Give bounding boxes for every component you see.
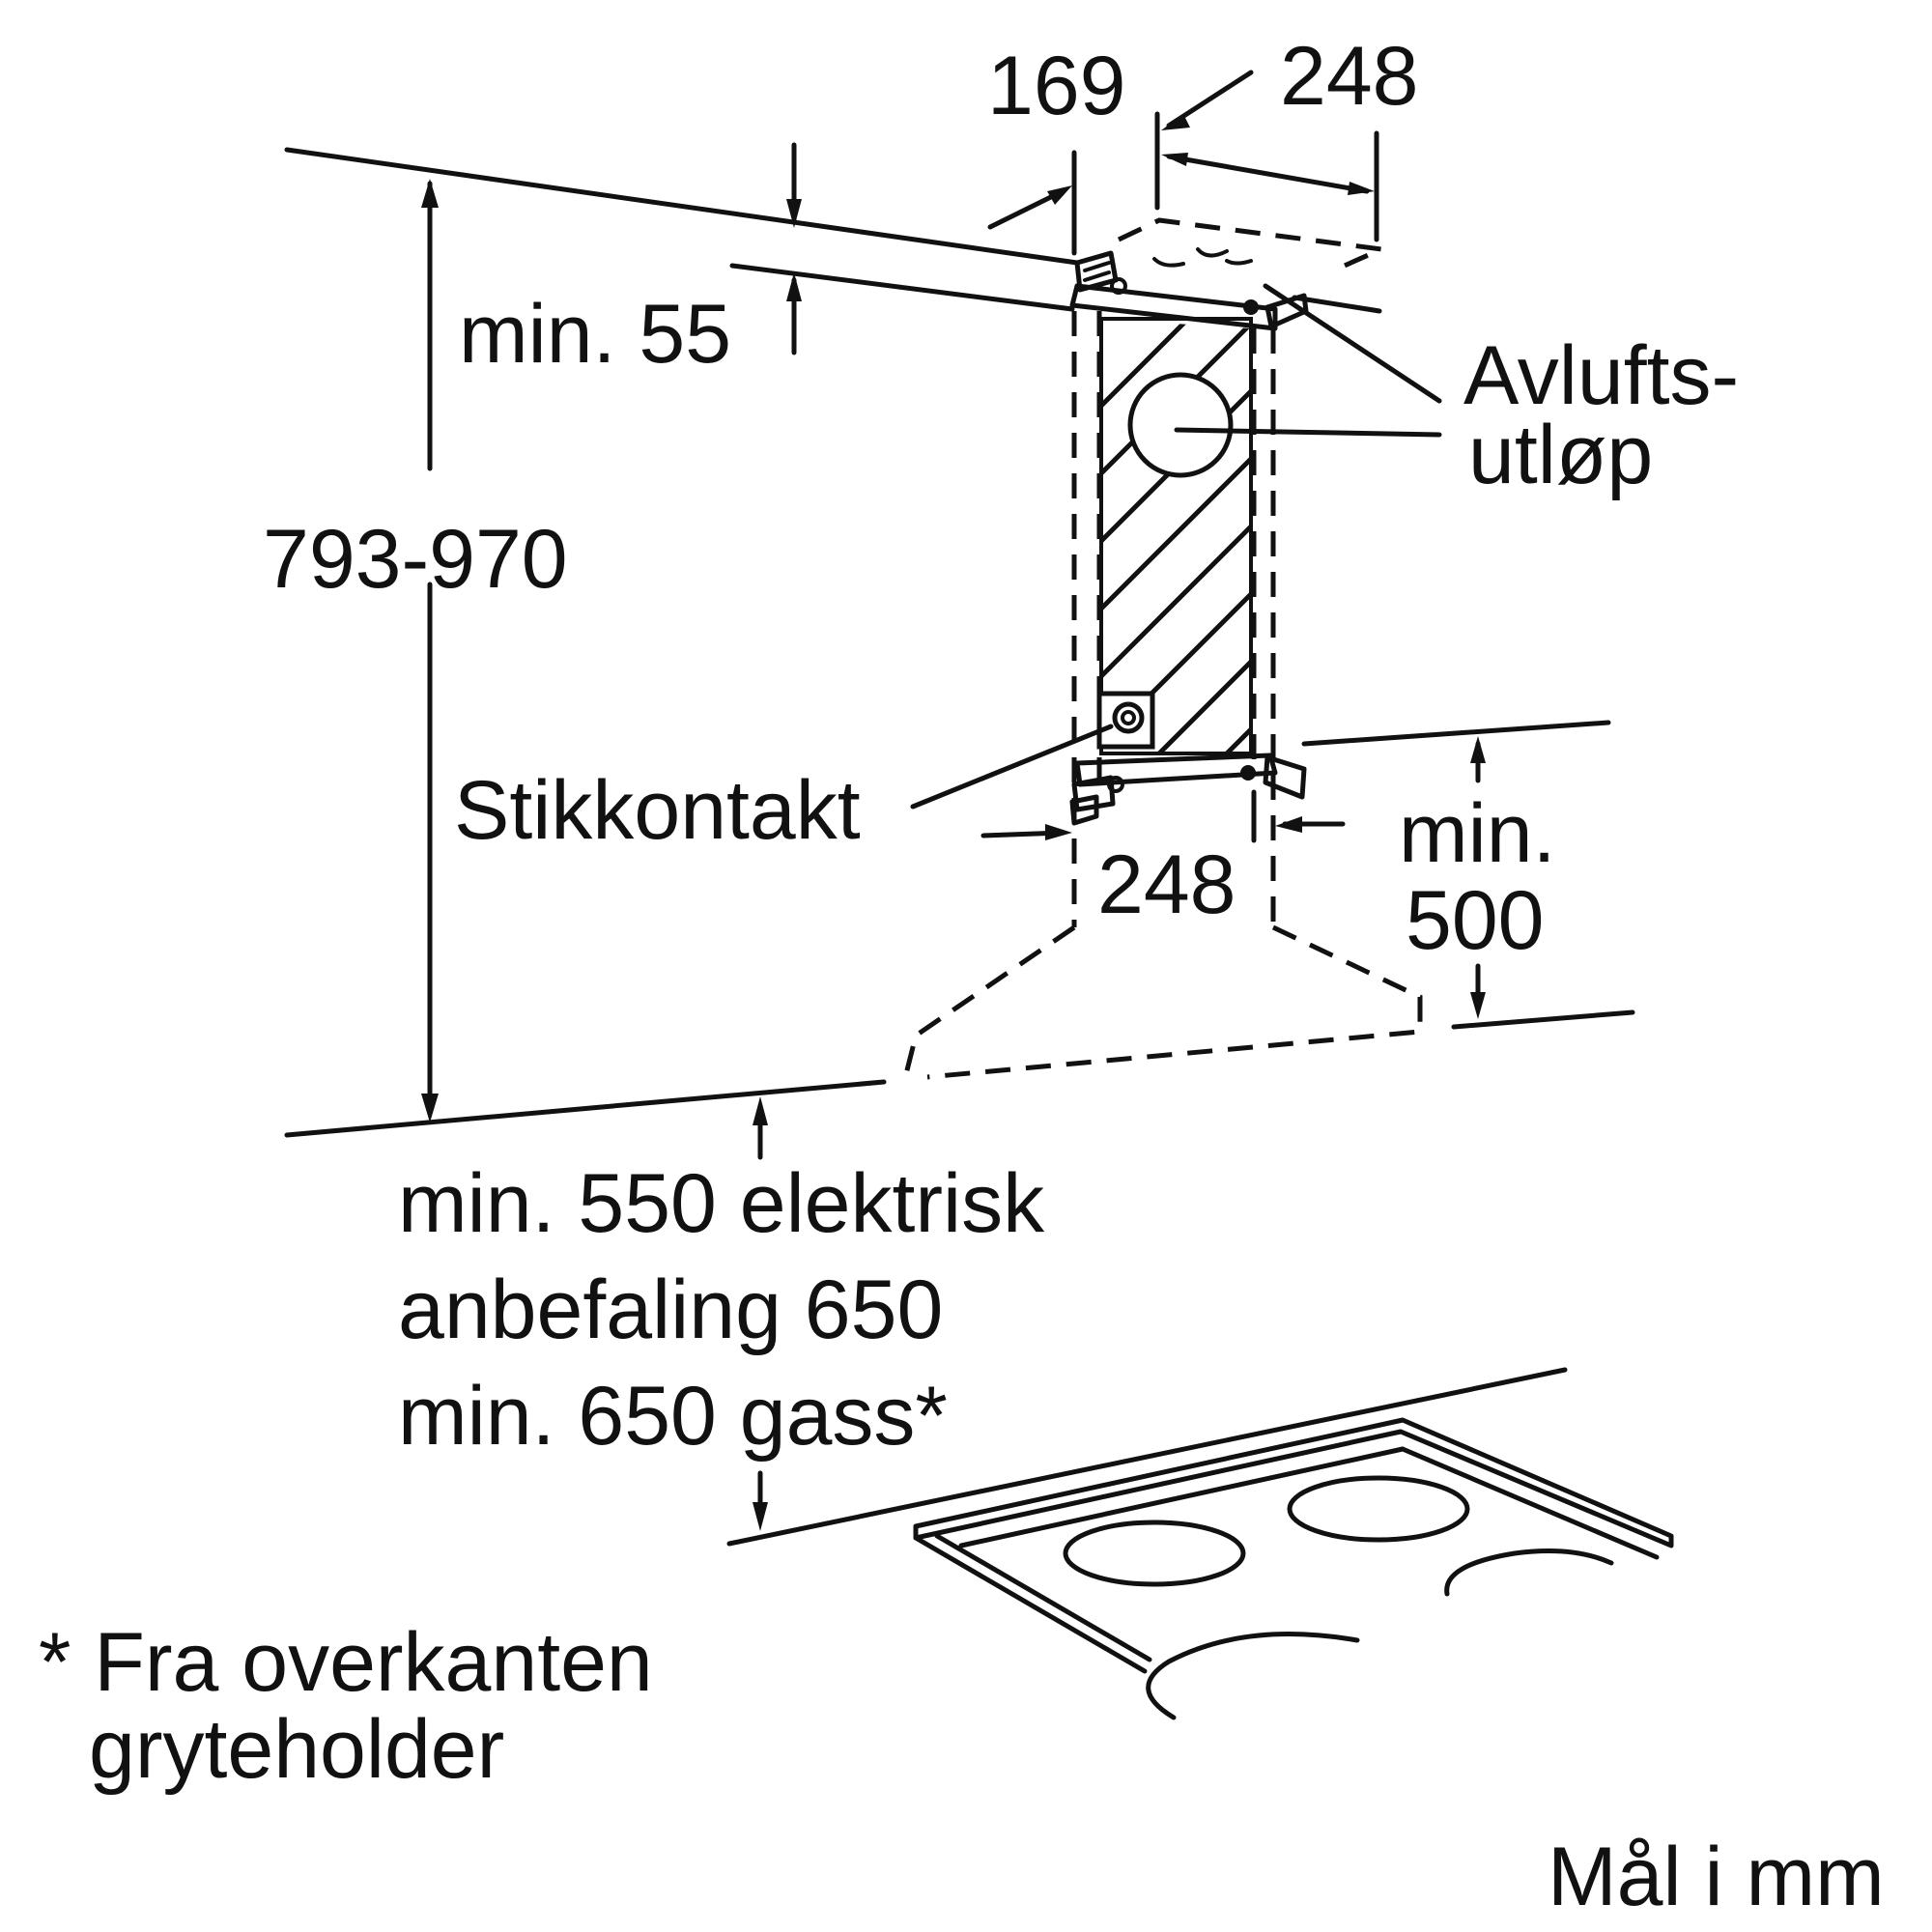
ceiling-line-right [1292,295,1382,314]
cabinet-underside-line [1451,1009,1635,1030]
hood-canopy-outline [903,924,1423,1080]
hob-clearance-dimension [753,1096,768,1531]
chimney-top-outline [1117,217,1391,271]
depth-169-dimension [987,150,1077,256]
cabinet-line-right [1301,720,1611,747]
cooktop-burner-back-right [1287,1475,1470,1543]
ceiling-line [284,147,1080,266]
width-248-bottom-label: 248 [1097,838,1236,931]
lower-mounting-bracket [1069,753,1307,826]
cooktop [726,1367,1674,1720]
ceiling-clearance-label: min. 55 [459,288,731,381]
cooktop-burner-bottom [1146,1632,1360,1720]
units-note: Mål i mm [1548,1831,1885,1923]
ceiling-underside-line [729,263,1075,312]
exhaust-outlet-label-line-2: utløp [1468,409,1653,501]
hob-distance-recommended-label: anbefaling 650 [398,1264,943,1356]
total-height-dimension [421,179,439,1122]
footnote-line-1: * Fra overkanten [39,1616,653,1709]
total-height-label: 793-970 [263,513,568,606]
hob-clearance-line [284,1079,887,1138]
hob-distance-electric-label: min. 550 elektrisk [398,1157,1045,1250]
footnote-line-2: gryteholder [89,1703,504,1796]
width-248-bottom-dimension [980,789,1346,843]
cooktop-burner-front-left [1063,1520,1246,1587]
ceiling-clearance-dimension [786,142,802,355]
hatched-installation-zone [1099,317,1253,755]
below-cabinet-dimension [1470,736,1486,1019]
leader-lines [910,283,1442,810]
depth-169-label: 169 [987,40,1126,132]
exhaust-outlet-label-line-1: Avlufts- [1463,329,1739,422]
cooktop-burner-front-right [1444,1548,1614,1597]
below-cabinet-label-line-1: min. [1399,787,1555,880]
width-248-top-dimension [1154,70,1379,242]
below-cabinet-label-line-2: 500 [1406,874,1545,967]
socket-icon [1096,691,1155,750]
socket-label: Stikkontakt [454,764,861,857]
width-248-top-label: 248 [1280,30,1419,123]
hob-distance-gas-label: min. 650 gass* [398,1370,948,1463]
chimney-outline [1071,311,1276,927]
